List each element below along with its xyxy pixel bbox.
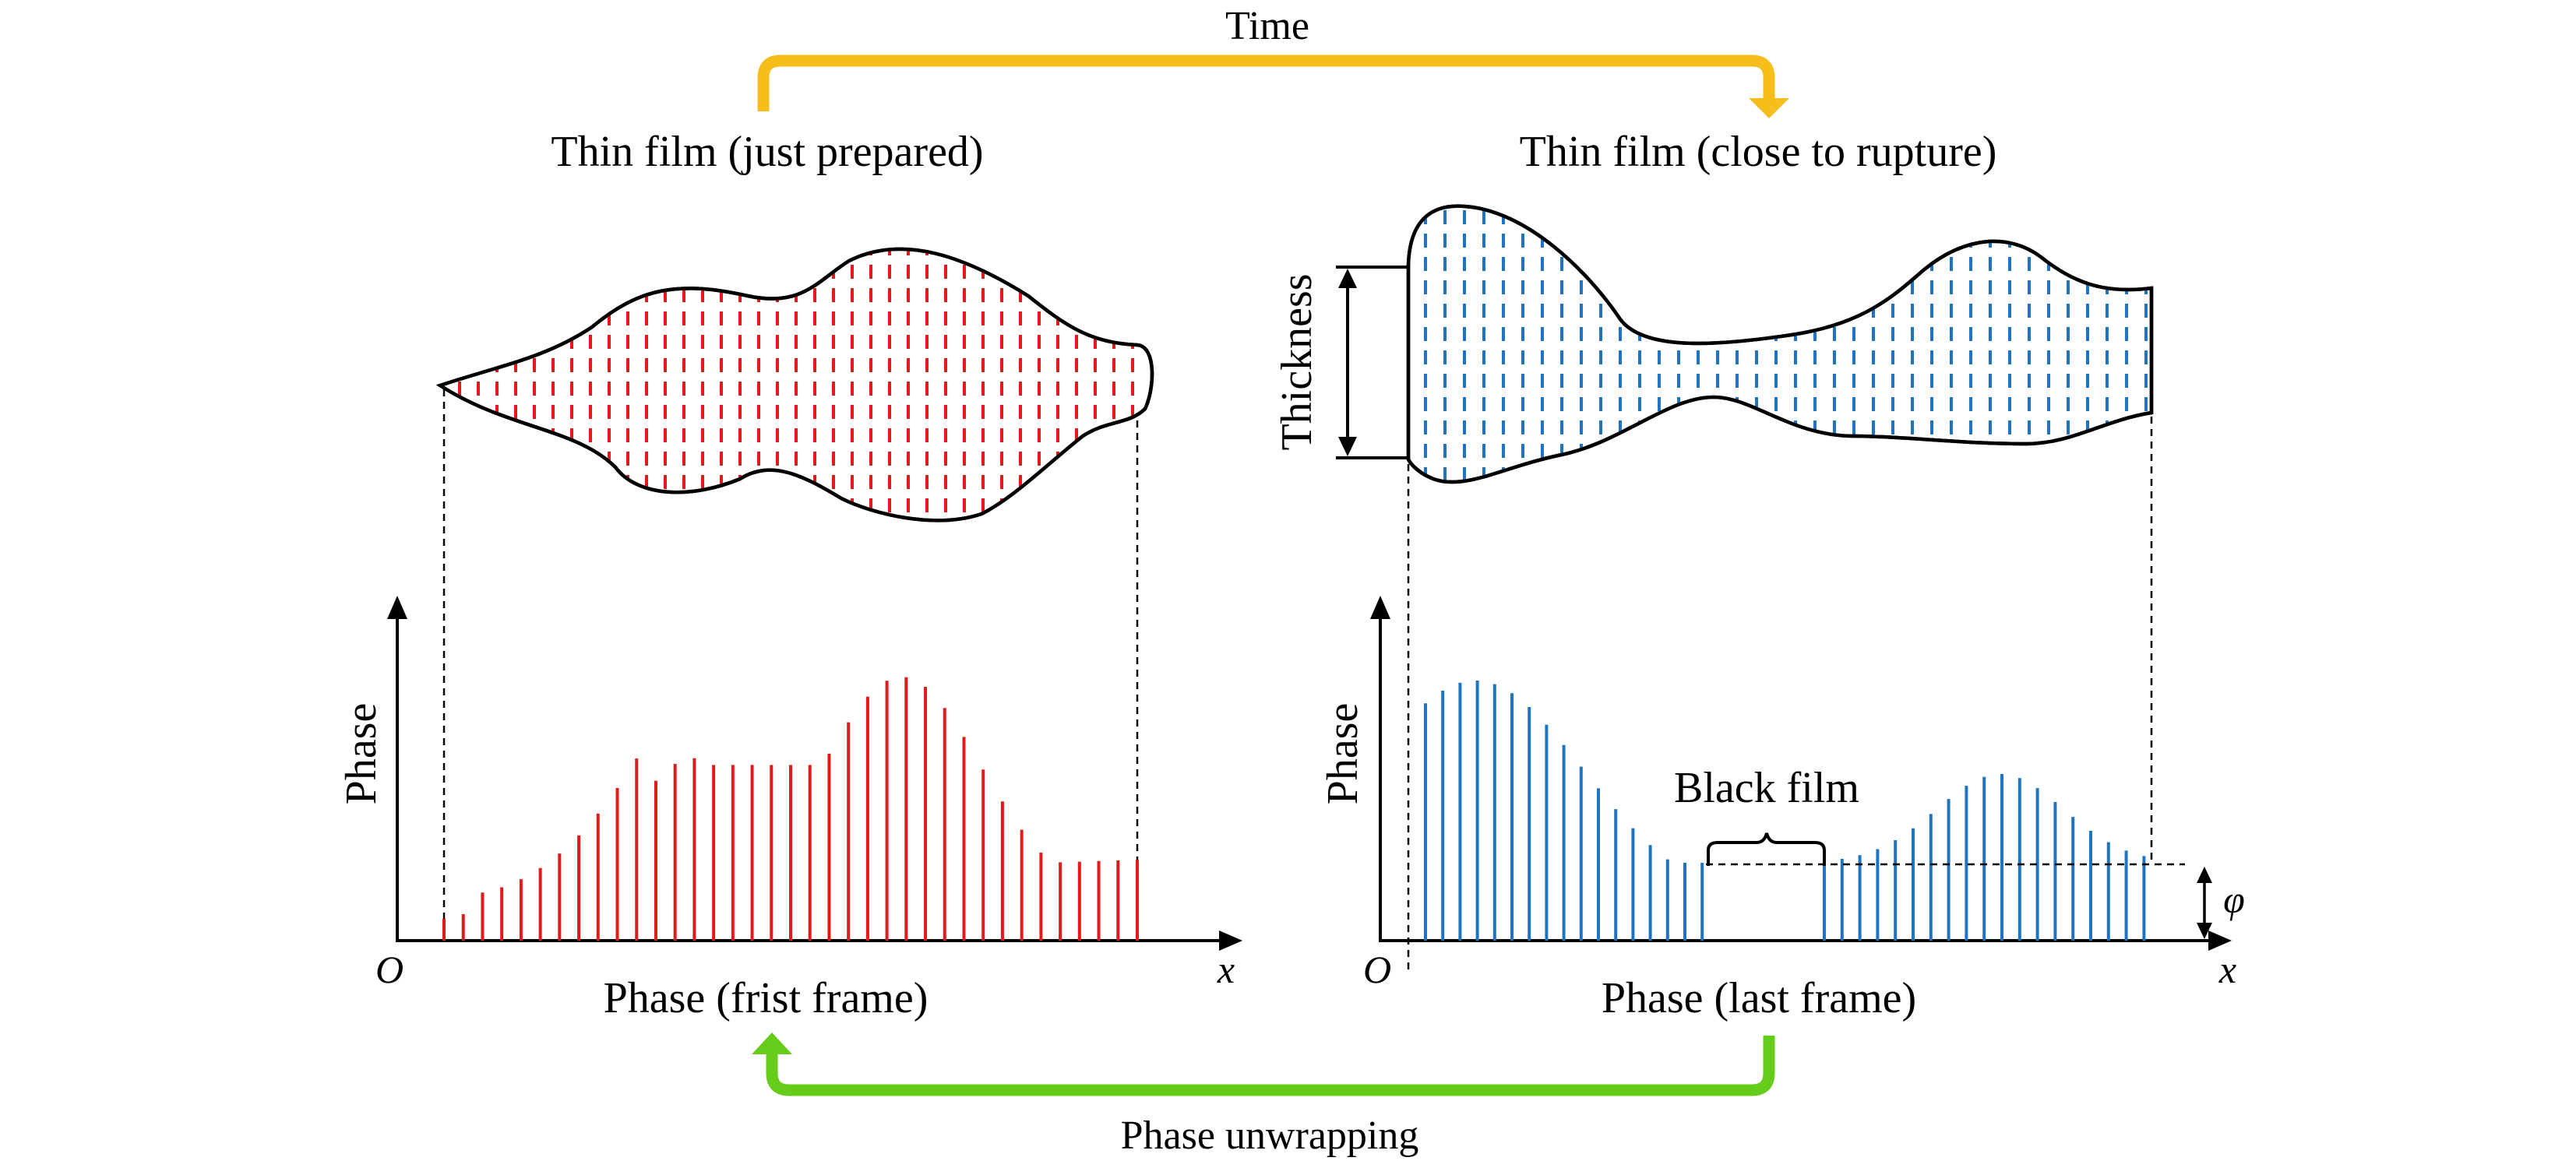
phi-label: φ xyxy=(2223,878,2245,921)
right-x-axis-arrowhead xyxy=(2208,931,2232,951)
left-y-axis-arrowhead xyxy=(387,596,407,619)
right-x-axis-label: x xyxy=(2218,948,2236,991)
right-caption: Phase (last frame) xyxy=(1602,974,1916,1022)
black-film-label: Black film xyxy=(1674,764,1859,812)
right-film-outline xyxy=(1406,204,2154,484)
left-film-title: Thin film (just prepared) xyxy=(551,128,983,176)
thickness-arrow-up xyxy=(1338,269,1357,288)
right-film xyxy=(1406,204,2154,484)
time-arrow-head xyxy=(1749,98,1789,118)
thickness-arrow-down xyxy=(1338,437,1357,456)
right-film-title: Thin film (close to rupture) xyxy=(1520,128,1997,176)
left-caption: Phase (frist frame) xyxy=(604,974,929,1022)
time-arrow-line xyxy=(757,55,1775,111)
left-origin-label: O xyxy=(375,948,403,991)
left-x-axis-label: x xyxy=(1217,948,1235,991)
right-phase-bars xyxy=(1424,681,2146,941)
unwrap-arrow-line xyxy=(766,1036,1775,1096)
right-y-axis-label: Phase xyxy=(1319,703,1367,805)
left-phase-plot: Phase O x Phase (frist frame) xyxy=(337,596,1242,1022)
right-film-fill xyxy=(1406,204,2154,484)
phase-unwrapping-arrow: Phase unwrapping xyxy=(752,1033,1775,1158)
black-film-brace xyxy=(1707,832,1826,866)
right-origin-label: O xyxy=(1363,948,1391,991)
thickness-label: Thickness xyxy=(1273,273,1321,450)
time-label: Time xyxy=(1225,4,1309,48)
right-y-axis-arrowhead xyxy=(1370,596,1390,619)
thickness-dimension: Thickness xyxy=(1273,266,1408,459)
left-film-outline-stroke xyxy=(435,247,1154,522)
left-y-axis-label: Phase xyxy=(337,703,386,805)
time-arrow: Time xyxy=(757,4,1789,118)
left-film xyxy=(435,247,1154,522)
phi-arrow-down xyxy=(2197,923,2212,939)
left-phase-bars xyxy=(442,677,1139,941)
right-phase-plot: φ Black film Phase O x Phase (last frame… xyxy=(1319,596,2245,1022)
unwrap-arrow-head xyxy=(752,1033,792,1054)
phase-unwrapping-label: Phase unwrapping xyxy=(1121,1113,1419,1158)
phi-arrow-up xyxy=(2197,867,2212,883)
left-x-axis-arrowhead xyxy=(1219,931,1242,951)
